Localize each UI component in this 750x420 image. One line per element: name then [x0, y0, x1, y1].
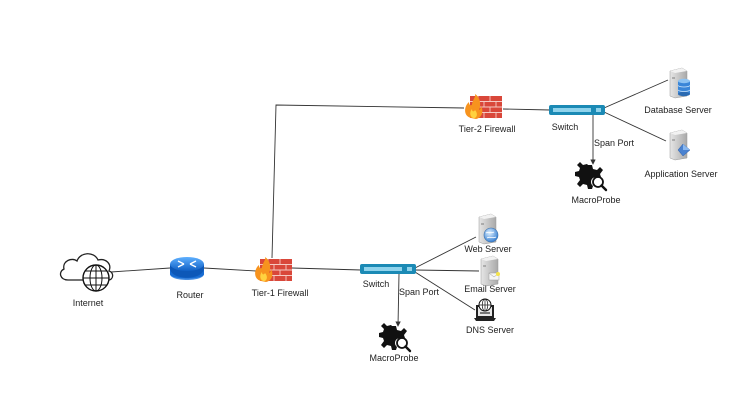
- firewall-icon: [255, 257, 292, 282]
- database-server-label: Database Server: [644, 105, 712, 115]
- switch-icon: [549, 105, 605, 115]
- probe2-label: MacroProbe: [571, 195, 621, 205]
- edge-tier2-firewall-switch2: [502, 108, 551, 111]
- probe2-node[interactable]: [575, 162, 608, 192]
- database-server-node[interactable]: [669, 67, 691, 99]
- tier1-firewall-node[interactable]: [255, 257, 292, 282]
- dns-server-icon: [474, 298, 496, 321]
- dns-server-node[interactable]: [474, 298, 496, 321]
- cloud-globe-icon: [59, 253, 114, 292]
- edge-switch2-application-server: [603, 111, 667, 142]
- connections: [110, 79, 669, 327]
- probe1-node[interactable]: [379, 323, 412, 353]
- switch2-label: Switch: [551, 122, 579, 132]
- switch1-node[interactable]: [360, 264, 416, 274]
- edge-switch1-probe1-span: [395, 273, 401, 327]
- edge-switch1-email-server: [414, 269, 480, 272]
- router-label: Router: [176, 290, 204, 300]
- email-server-label: Email Server: [464, 284, 516, 294]
- probe1-label: MacroProbe: [369, 353, 419, 363]
- internet-label: Internet: [72, 298, 104, 308]
- flame-icon: [255, 257, 273, 282]
- edge-tier1-tier2-firewall: [271, 104, 465, 259]
- internet-node[interactable]: [59, 253, 114, 292]
- web-server-node[interactable]: [478, 213, 499, 245]
- web-server-icon: [478, 213, 499, 245]
- router-node[interactable]: [170, 257, 204, 280]
- macroprobe-icon: [379, 323, 412, 353]
- tier1-firewall-label: Tier-1 Firewall: [251, 288, 309, 298]
- edge-tier1-firewall-switch1: [291, 267, 362, 271]
- tier2-firewall-node[interactable]: [465, 94, 502, 119]
- firewall-icon: [465, 94, 502, 119]
- flame-icon: [465, 94, 483, 119]
- switch-icon: [360, 264, 416, 274]
- switch2-node[interactable]: [549, 105, 605, 115]
- edge-switch1-dns-server: [414, 271, 476, 311]
- macroprobe-icon: [575, 162, 608, 192]
- router-icon: [170, 257, 204, 280]
- edge-switch1-web-server: [414, 236, 477, 269]
- application-server-node[interactable]: [669, 129, 691, 161]
- web-server-label: Web Server: [464, 244, 512, 254]
- span-port2-label: Span Port: [594, 138, 635, 148]
- edge-switch2-database-server: [603, 79, 669, 109]
- edge-router-tier1-firewall: [203, 267, 257, 272]
- email-server-node[interactable]: [480, 255, 500, 287]
- application-server-label: Application Server: [644, 169, 718, 179]
- span-port1-label: Span Port: [399, 287, 440, 297]
- edge-internet-router: [110, 267, 171, 273]
- tier2-firewall-label: Tier-2 Firewall: [458, 124, 516, 134]
- switch1-label: Switch: [362, 279, 390, 289]
- dns-server-label: DNS Server: [465, 325, 515, 335]
- email-server-icon: [480, 255, 500, 287]
- application-server-icon: [669, 129, 691, 161]
- database-server-icon: [669, 67, 691, 99]
